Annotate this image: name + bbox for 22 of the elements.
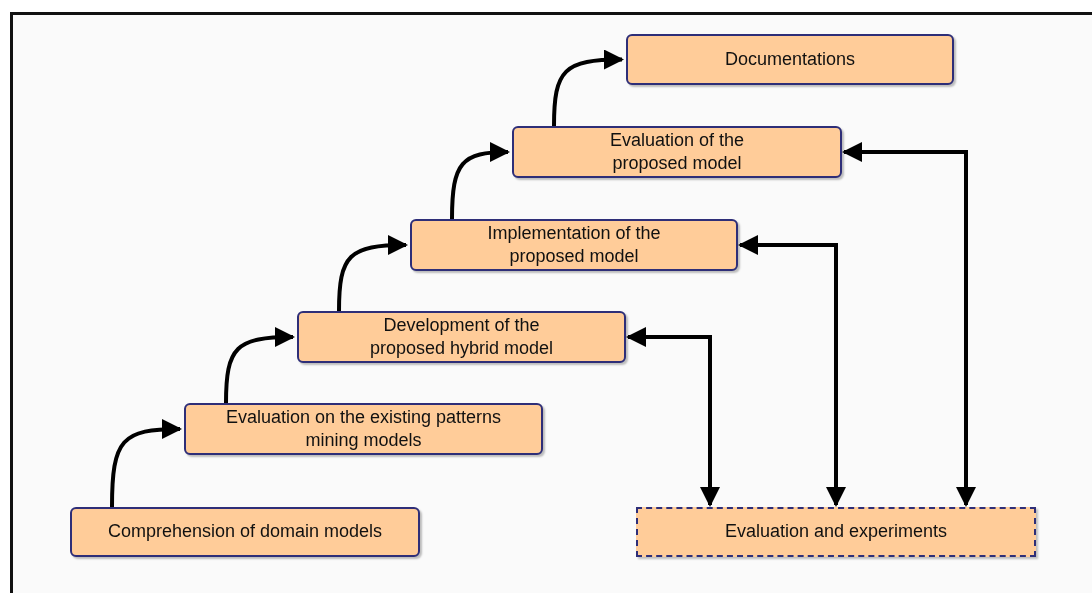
arrow [337,235,408,312]
process-box [297,311,626,363]
box-label: Evaluation and experiments [724,520,948,544]
arrow [626,327,720,507]
arrow [738,235,846,507]
arrow [842,142,976,507]
process-box [184,403,543,455]
process-box [70,507,420,557]
arrow [450,142,510,220]
box-label: Implementation of the proposed model [486,221,662,268]
arrow [110,419,182,508]
arrow [224,327,295,404]
dashed-box [636,507,1036,557]
box-label: Documentations [724,47,856,71]
box-label: Evaluation of the proposed model [608,128,746,175]
process-box [410,219,738,271]
box-label: Evaluation on the existing patterns mining models [224,405,503,452]
process-box [512,126,842,178]
arrow [552,49,624,127]
process-box [626,34,954,85]
box-label: Comprehension of domain models [107,520,383,544]
box-label: Development of the proposed hybrid model [368,313,555,360]
